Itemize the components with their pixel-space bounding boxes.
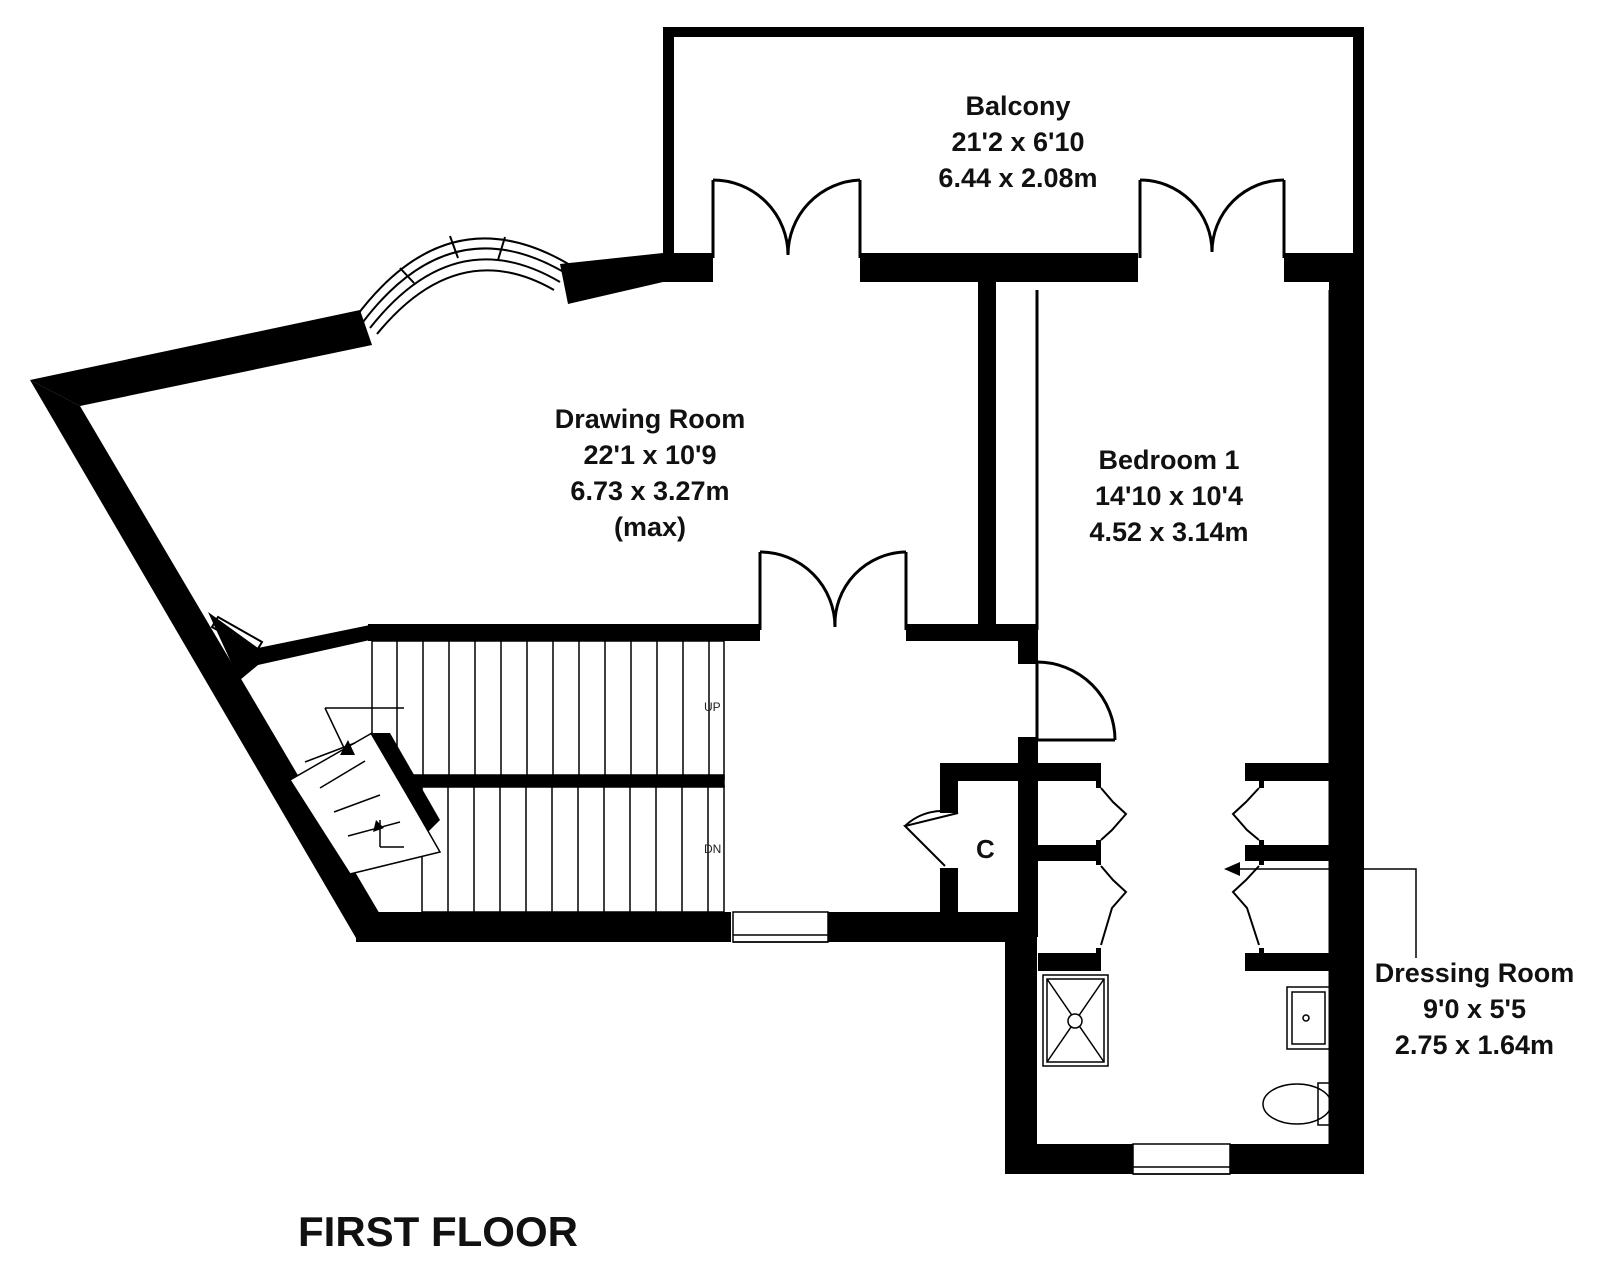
leader-arrow (1224, 862, 1240, 876)
stairs (371, 640, 725, 913)
window-bedroom-bottom (1132, 1143, 1231, 1175)
bedroom-door (1035, 660, 1117, 742)
dressing-room-label: Dressing Room 9'0 x 5'5 2.75 x 1.64m (1362, 955, 1587, 1063)
drawing-room-imperial: 22'1 x 10'9 (583, 440, 717, 470)
balcony-imperial: 21'2 x 6'10 (951, 127, 1085, 157)
dressing-room-name: Dressing Room (1374, 958, 1575, 988)
wardrobe-doors (1100, 787, 1260, 946)
shower-tray (1042, 974, 1109, 1067)
drawing-room-doors (758, 550, 908, 630)
bedroom-1-imperial: 14'10 x 10'4 (1095, 481, 1243, 511)
bedroom-1-metric: 4.52 x 3.14m (1089, 517, 1249, 547)
balcony-label: Balcony 21'2 x 6'10 6.44 x 2.08m (908, 88, 1128, 196)
stairs-up-label: UP (704, 700, 721, 714)
dressing-room-imperial: 9'0 x 5'5 (1423, 994, 1526, 1024)
drawing-room-note: (max) (613, 512, 687, 542)
balcony-door-right (1138, 178, 1286, 258)
stair-treads-upper (396, 641, 710, 775)
window-drawing-bottom (732, 911, 829, 943)
dressing-room-metric: 2.75 x 1.64m (1394, 1030, 1555, 1060)
balcony-name: Balcony (965, 91, 1071, 121)
exterior-walls (30, 253, 1364, 1174)
cupboard-label: C (976, 834, 995, 864)
bedroom-1-name: Bedroom 1 (1098, 445, 1240, 475)
dressing-room-leader (1240, 868, 1417, 958)
fireplace (210, 615, 264, 654)
drawing-room-metric: 6.73 x 3.27m (570, 476, 730, 506)
stair-treads-lower (447, 787, 709, 912)
stairs-down-label: DN (704, 842, 722, 856)
bay-window (354, 235, 576, 335)
interior-thin-walls (1035, 290, 1332, 1144)
drawing-room-name: Drawing Room (554, 404, 746, 434)
drawing-room-label: Drawing Room 22'1 x 10'9 6.73 x 3.27m (m… (535, 401, 765, 545)
cupboard-door (903, 809, 959, 867)
stair-winder-block (370, 733, 440, 832)
floor-title: FIRST FLOOR (298, 1208, 578, 1255)
basin (1286, 986, 1331, 1050)
toilet (1262, 1082, 1332, 1126)
balcony-metric: 6.44 x 2.08m (938, 163, 1098, 193)
stair-arrows (340, 740, 384, 832)
balcony-door-left (711, 178, 862, 258)
bedroom-1-label: Bedroom 1 14'10 x 10'4 4.52 x 3.14m (1059, 442, 1279, 550)
balcony-walls (663, 27, 1364, 259)
